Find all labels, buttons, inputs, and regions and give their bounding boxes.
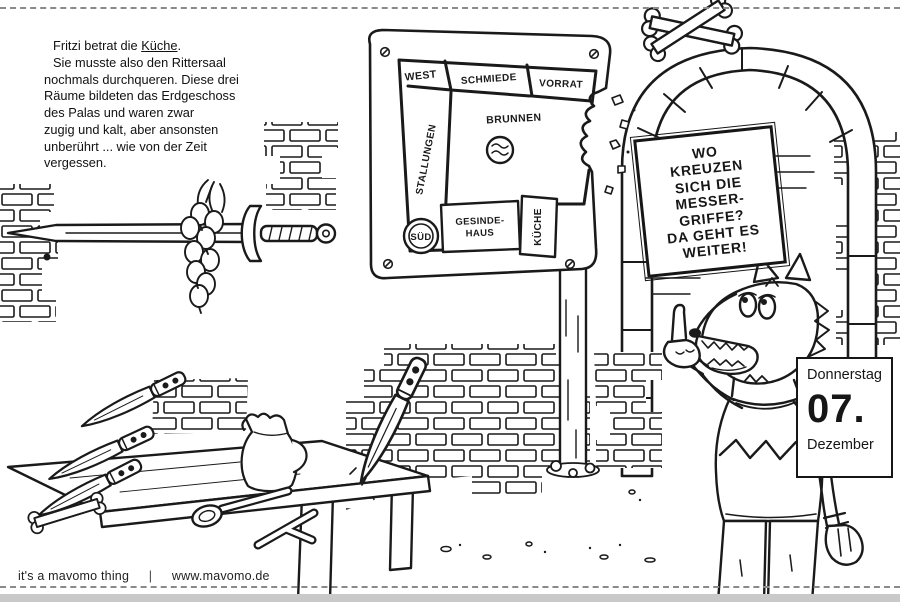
fox-pointing-arm <box>662 303 744 410</box>
calendar-weekday: Donnerstag <box>807 367 882 383</box>
table-leg <box>388 482 415 572</box>
map-label-kueche: KÜCHE <box>531 208 544 246</box>
story-line: Räume bildeten das Erdgeschoss <box>44 88 236 104</box>
wooden-spoon-icon <box>191 486 293 528</box>
stone-crumbs <box>604 94 630 195</box>
calendar-month: Dezember <box>807 437 874 453</box>
brick-wall-right-of-post <box>594 352 662 468</box>
map-label-west: WEST <box>404 68 437 83</box>
screws <box>379 46 600 270</box>
map-label-sued: SÜD <box>410 232 431 243</box>
footer-url: www.mavomo.de <box>171 569 270 583</box>
perforation-top <box>0 7 900 9</box>
calendar-day: 07. <box>807 387 866 431</box>
map-post <box>558 262 588 472</box>
fox-eyes <box>738 291 777 320</box>
rubble-post-base <box>546 460 600 478</box>
brick-wall-small <box>152 378 248 434</box>
map-label-schmiede: SCHMIEDE <box>461 72 518 87</box>
fox-cheek-fur <box>809 301 830 357</box>
bottom-strip <box>0 594 900 602</box>
garlic-bunch <box>180 179 226 314</box>
map-label-gesinde2: HAUS <box>465 228 494 240</box>
pointing-finger <box>670 303 688 342</box>
castle-map-slab: WEST SCHMIEDE VORRAT STALLUNGEN BRUNNEN … <box>368 28 636 280</box>
branch-fork-icon <box>253 508 319 550</box>
jug <box>240 412 308 493</box>
fox-nose <box>689 328 701 338</box>
perforation-bottom <box>0 586 900 588</box>
brick-wall-upper-left <box>264 122 338 210</box>
calendar-card: Donnerstag 07. Dezember <box>796 357 893 478</box>
story-text: Fritzi betrat die Küche. Sie musste also… <box>44 38 258 172</box>
fox-hand <box>824 523 864 566</box>
riddle-sign: WO KREUZEN SICH DIE MESSER- GRIFFE? DA G… <box>629 121 791 281</box>
story-line: vergessen. <box>44 155 107 171</box>
fox-pants <box>716 519 820 602</box>
story-line: zugig und kalt, aber ansonsten <box>44 121 219 137</box>
fox-ear-right <box>784 252 812 282</box>
story-line: Sie musste also den Rittersaal <box>53 54 226 70</box>
footer-brand: it's a mavomo thing <box>18 569 130 583</box>
story-line: des Palas und waren zwar <box>44 105 195 120</box>
map-label-gesinde1: GESINDE- <box>455 215 504 228</box>
story-line: unberührt ... wie von der Zeit <box>44 138 207 154</box>
rubble-specks <box>440 489 656 563</box>
story-line: Fritzi betrat die Küche. <box>53 38 182 53</box>
footer: it's a mavomo thing | www.mavomo.de <box>18 569 270 583</box>
map-label-vorrat: VORRAT <box>539 78 583 91</box>
map-label-brunnen: BRUNNEN <box>486 112 542 127</box>
brick-wall-left <box>0 184 58 322</box>
story-line: nochmals durchqueren. Diese drei <box>44 71 239 87</box>
footer-separator: | <box>148 569 153 583</box>
well-icon <box>485 135 515 165</box>
